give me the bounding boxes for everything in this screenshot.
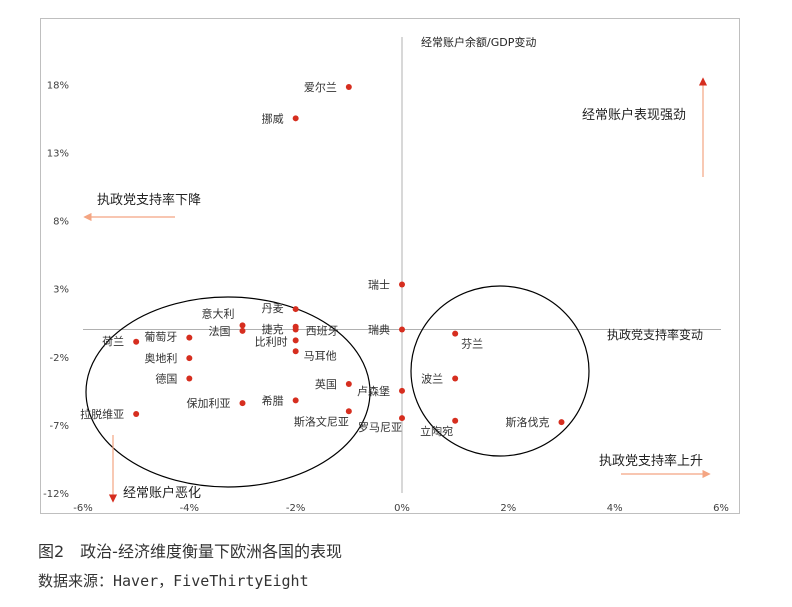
x-axis-title: 执政党支持率变动: [607, 327, 703, 342]
point-label: 英国: [315, 377, 337, 391]
annotation-top-right: 经常账户表现强劲: [582, 107, 686, 123]
y-tick-label: -12%: [43, 489, 69, 500]
point-label: 葡萄牙: [144, 331, 177, 344]
data-point: [399, 281, 405, 288]
y-tick-label: 18%: [47, 80, 69, 91]
point-label: 波兰: [421, 373, 443, 386]
data-point: [186, 355, 193, 362]
point-label: 希腊: [262, 393, 284, 407]
data-point: [345, 83, 352, 90]
y-axis-title: 经常账户余额/GDP变动: [421, 35, 536, 49]
scatter-chart: -12% -7% -2% 3% 8% 13% 18% -6% -4% -2% 0% 2% 4% 6% 经常账…: [43, 35, 729, 514]
point-label: 法国: [209, 324, 231, 338]
point-label: 瑞典: [368, 323, 390, 337]
point-label: 拉脱维亚: [80, 407, 124, 421]
data-point: [133, 338, 140, 345]
data-point: [292, 326, 299, 333]
point-label: 奥地利: [144, 351, 177, 365]
figure-source: 数据来源：Haver，FiveThirtyEight: [38, 572, 309, 590]
point-label: 意大利: [202, 306, 235, 320]
y-tick-label: 8%: [53, 217, 69, 228]
data-point: [186, 375, 193, 382]
x-tick-label: 6%: [713, 503, 729, 514]
data-point: [292, 397, 299, 404]
data-point: [239, 327, 246, 334]
point-label: 丹麦: [262, 302, 284, 315]
data-point: [239, 400, 246, 407]
point-label: 德国: [155, 372, 177, 386]
point-label: 罗马尼亚: [358, 421, 402, 434]
point-label: 荷兰: [102, 335, 124, 348]
data-point: [292, 115, 299, 122]
point-label: 捷克: [262, 322, 284, 336]
data-point: [292, 306, 299, 313]
point-label: 比利时: [255, 335, 288, 348]
data-point: [452, 375, 459, 382]
point-label: 斯洛文尼亚: [294, 414, 349, 428]
right-group-ellipse: [410, 285, 590, 457]
x-tick-label: 2%: [500, 503, 516, 514]
figure-caption: 图2 政治-经济维度衡量下欧洲各国的表现: [38, 542, 342, 561]
data-point: [399, 415, 405, 422]
point-label: 爱尔兰: [304, 81, 337, 94]
y-tick-label: 13%: [47, 148, 69, 159]
point-label: 西班牙: [306, 325, 339, 338]
point-label: 瑞士: [368, 278, 390, 292]
x-tick-label: 4%: [607, 503, 623, 514]
data-point: [239, 322, 246, 329]
annotation-bottom-right: 执政党支持率上升: [599, 453, 703, 469]
data-point: [345, 381, 352, 387]
left-group-ellipse: [85, 296, 371, 488]
annotation-left: 执政党支持率下降: [97, 192, 201, 208]
point-label: 立陶宛: [420, 424, 453, 438]
data-point: [399, 387, 405, 394]
data-point: [292, 348, 299, 355]
point-label: 芬兰: [461, 338, 483, 351]
data-point: [133, 410, 140, 417]
data-point: [345, 408, 352, 415]
annotation-bottom-left: 经常账户恶化: [123, 485, 201, 501]
x-tick-label: 0%: [394, 503, 410, 514]
data-point: [399, 326, 405, 333]
data-point: [452, 417, 459, 424]
point-label: 保加利亚: [187, 396, 231, 410]
y-tick-label: 3%: [53, 285, 69, 296]
point-label: 卢森堡: [357, 384, 390, 398]
x-tick-label: -6%: [73, 503, 92, 514]
point-label: 斯洛伐克: [506, 415, 550, 429]
y-tick-label: -2%: [50, 353, 69, 364]
point-label: 挪威: [262, 111, 284, 125]
chart-frame: -12% -7% -2% 3% 8% 13% 18% -6% -4% -2% 0% 2% 4% 6% 经常账…: [40, 18, 740, 514]
x-tick-label: -2%: [286, 503, 305, 514]
data-point: [558, 419, 565, 426]
data-point: [186, 334, 193, 341]
data-point: [452, 330, 459, 337]
data-point: [292, 337, 299, 344]
point-label: 马耳他: [304, 349, 337, 362]
y-tick-label: -7%: [50, 421, 69, 432]
x-tick-label: -4%: [180, 503, 199, 514]
